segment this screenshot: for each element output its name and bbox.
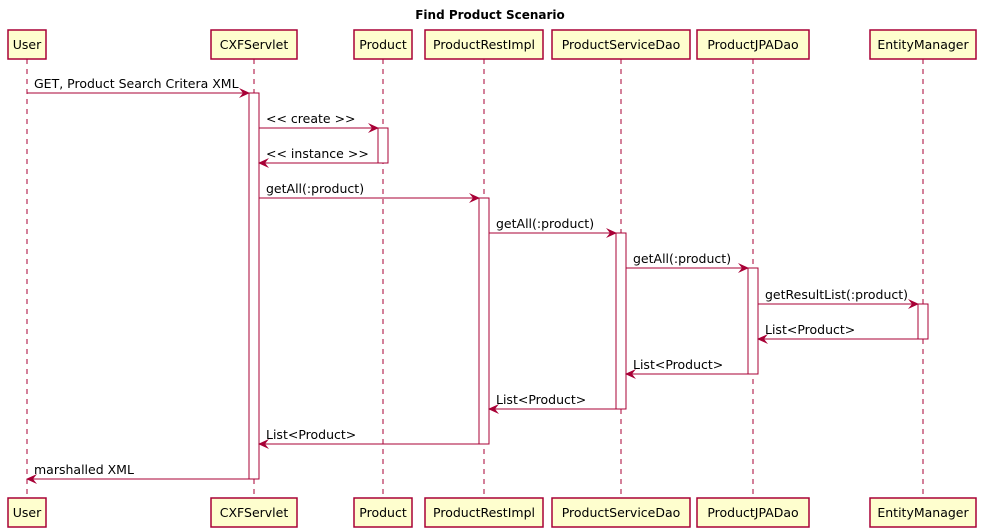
message-0: GET, Product Search Critera XML bbox=[27, 76, 250, 98]
participant-product-top: Product bbox=[353, 29, 413, 60]
participant-em-top: EntityManager bbox=[869, 29, 977, 60]
message-6: getResultList(:product) bbox=[758, 287, 919, 309]
message-label: List<Product> bbox=[633, 357, 723, 372]
participant-label: ProductJPADao bbox=[707, 505, 798, 520]
message-label: GET, Product Search Critera XML bbox=[34, 76, 239, 91]
message-10: List<Product> bbox=[258, 427, 479, 449]
message-7: List<Product> bbox=[757, 322, 918, 344]
message-2: << instance >> bbox=[258, 146, 378, 168]
participant-label: EntityManager bbox=[877, 37, 969, 52]
participant-label: User bbox=[13, 37, 42, 52]
participant-label: CXFServlet bbox=[220, 505, 289, 520]
participant-em-bottom: EntityManager bbox=[869, 497, 977, 528]
activation-em bbox=[917, 303, 929, 340]
message-5: getAll(:product) bbox=[626, 251, 749, 273]
participant-rest-top: ProductRestImpl bbox=[424, 29, 544, 60]
participant-label: Product bbox=[359, 505, 407, 520]
participant-footers: User CXFServlet Product ProductRestImpl Prod… bbox=[7, 497, 977, 528]
message-3: getAll(:product) bbox=[259, 181, 480, 203]
participant-jpa-top: ProductJPADao bbox=[696, 29, 810, 60]
message-label: List<Product> bbox=[765, 322, 855, 337]
participant-label: ProductRestImpl bbox=[433, 37, 535, 52]
participant-label: ProductServiceDao bbox=[562, 37, 681, 52]
participant-label: Product bbox=[359, 37, 407, 52]
participant-svc-bottom: ProductServiceDao bbox=[551, 497, 691, 528]
activation-svc bbox=[615, 232, 627, 410]
participant-user-top: User bbox=[7, 29, 47, 60]
participant-cxf-top: CXFServlet bbox=[210, 29, 298, 60]
participant-label: EntityManager bbox=[877, 505, 969, 520]
activation-bars bbox=[248, 92, 929, 480]
message-label: getAll(:product) bbox=[496, 216, 594, 231]
participant-jpa-bottom: ProductJPADao bbox=[696, 497, 810, 528]
participant-svc-top: ProductServiceDao bbox=[551, 29, 691, 60]
participant-headers: User CXFServlet Product ProductRestImpl Prod… bbox=[7, 29, 977, 60]
message-label: marshalled XML bbox=[34, 462, 134, 477]
activation-rest bbox=[478, 197, 490, 445]
message-8: List<Product> bbox=[625, 357, 748, 379]
participant-label: User bbox=[13, 505, 42, 520]
participant-rest-bottom: ProductRestImpl bbox=[424, 497, 544, 528]
participant-label: ProductJPADao bbox=[707, 37, 798, 52]
message-label: List<Product> bbox=[266, 427, 356, 442]
message-label: getResultList(:product) bbox=[765, 287, 908, 302]
message-label: << create >> bbox=[266, 111, 356, 126]
participant-label: ProductServiceDao bbox=[562, 505, 681, 520]
message-4: getAll(:product) bbox=[489, 216, 617, 238]
message-9: List<Product> bbox=[488, 392, 616, 414]
activation-jpa bbox=[747, 267, 759, 375]
diagram-title: Find Product Scenario bbox=[415, 8, 565, 22]
participant-label: CXFServlet bbox=[220, 37, 289, 52]
participant-user-bottom: User bbox=[7, 497, 47, 528]
participant-product-bottom: Product bbox=[353, 497, 413, 528]
participant-cxf-bottom: CXFServlet bbox=[210, 497, 298, 528]
message-label: getAll(:product) bbox=[266, 181, 364, 196]
message-label: << instance >> bbox=[266, 146, 369, 161]
message-1: << create >> bbox=[259, 111, 379, 133]
message-label: getAll(:product) bbox=[633, 251, 731, 266]
message-11: marshalled XML bbox=[26, 462, 249, 484]
activation-cxf bbox=[248, 92, 260, 480]
activation-product bbox=[377, 127, 389, 164]
participant-label: ProductRestImpl bbox=[433, 505, 535, 520]
message-label: List<Product> bbox=[496, 392, 586, 407]
lifelines bbox=[26, 59, 924, 498]
messages: GET, Product Search Critera XML << create… bbox=[26, 76, 919, 484]
